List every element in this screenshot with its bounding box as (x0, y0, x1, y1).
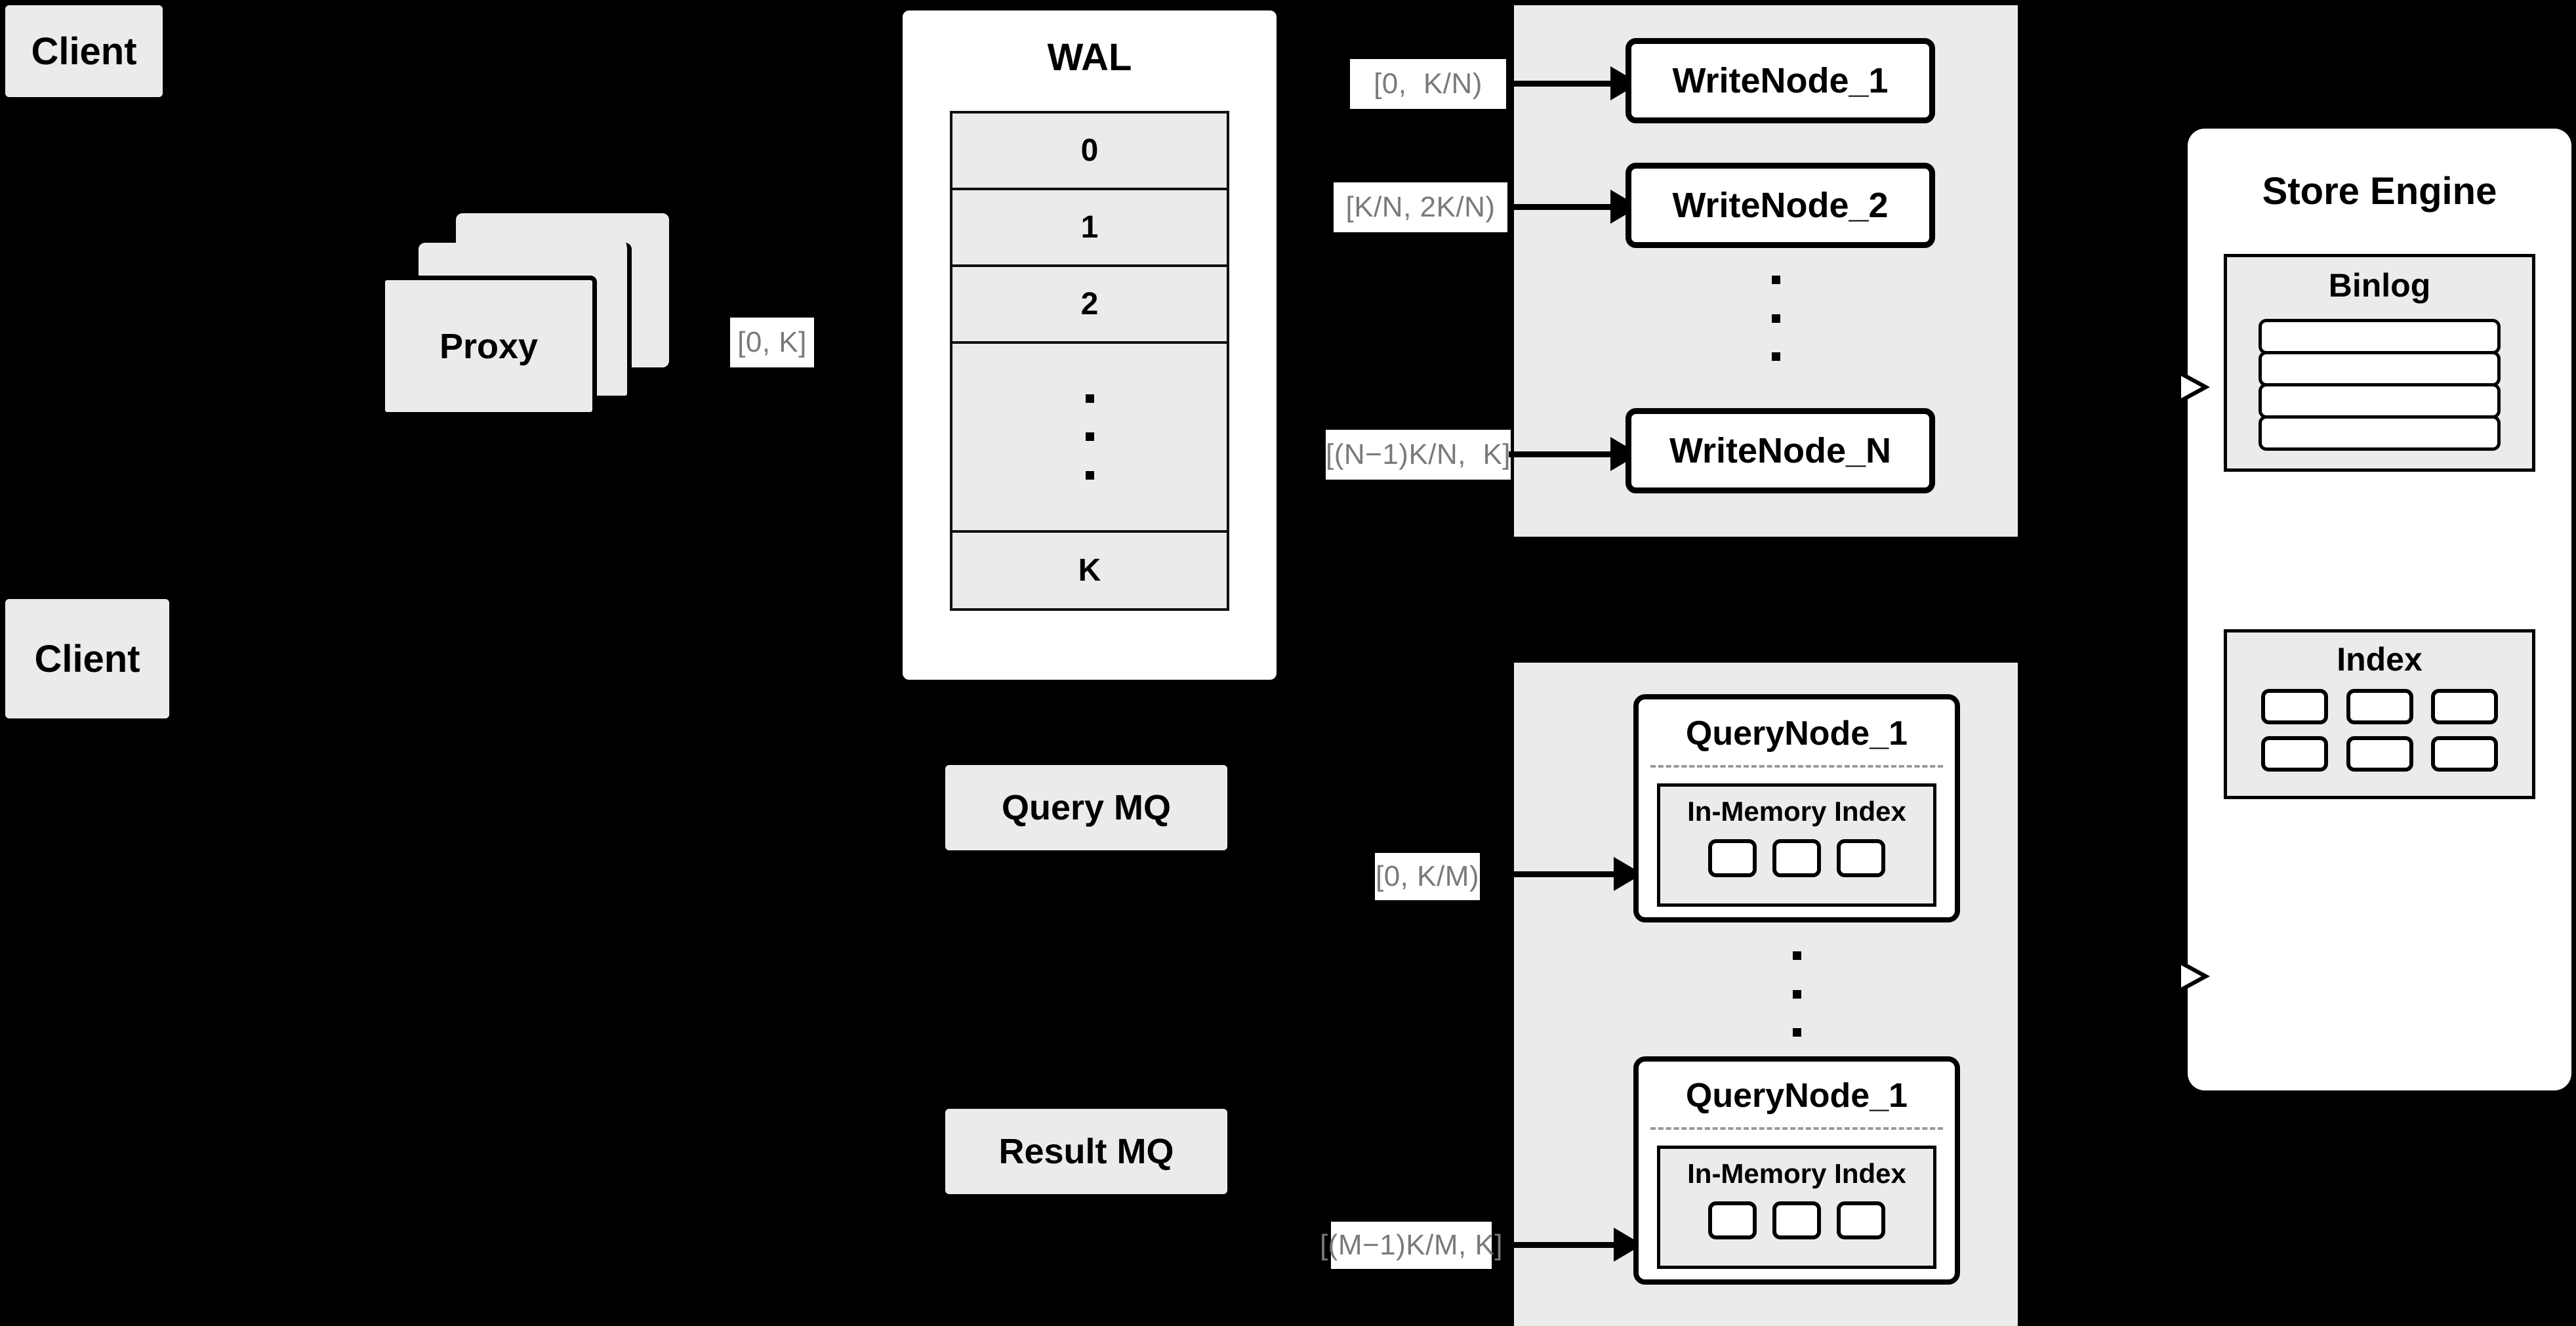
query-node-m-divider (1650, 1127, 1943, 1130)
arrow-line-to-binlog (2140, 384, 2186, 389)
wal-row[interactable]: 1 (952, 190, 1227, 267)
index-title: Index (2337, 641, 2423, 678)
client-box-1[interactable]: Client (5, 5, 163, 97)
wal-title: WAL (1047, 36, 1132, 79)
in-memory-index-panel-m: In-Memory Index (1657, 1146, 1936, 1269)
write-node-1-label: WriteNode_1 (1672, 61, 1889, 100)
client-label-2: Client (34, 637, 140, 680)
proxy-card-front[interactable]: Proxy (380, 276, 597, 417)
binlog-row[interactable] (2259, 415, 2501, 451)
index-cell[interactable] (2261, 689, 2328, 724)
binlog-row[interactable] (2259, 319, 2501, 354)
write-node-n-label: WriteNode_N (1669, 431, 1892, 470)
query-node-1-divider (1650, 765, 1943, 768)
index-cell[interactable] (1708, 839, 1757, 877)
binlog-row[interactable] (2259, 383, 2501, 419)
wal-row-label: 1 (1080, 209, 1099, 245)
write-node-n[interactable]: WriteNode_N (1625, 408, 1935, 493)
index-cell[interactable] (2346, 736, 2413, 772)
query-mq-box[interactable]: Query MQ (945, 765, 1227, 850)
in-memory-index-title-1: In-Memory Index (1687, 796, 1906, 827)
result-mq-box[interactable]: Result MQ (945, 1109, 1227, 1194)
arrow-line-query-m (1509, 1242, 1617, 1248)
tag-proxy-to-wal: [0, K] (730, 318, 814, 367)
write-node-2-label: WriteNode_2 (1672, 186, 1889, 225)
write-node-2[interactable]: WriteNode_2 (1625, 163, 1935, 248)
index-cell[interactable] (1837, 839, 1885, 877)
query-node-1-title: QueryNode_1 (1685, 715, 1908, 753)
arrow-line-write-n (1509, 451, 1614, 457)
write-node-1[interactable]: WriteNode_1 (1625, 38, 1935, 123)
query-node-ellipsis-icon (1792, 951, 1801, 1037)
query-node-1[interactable]: QueryNode_1 In-Memory Index (1633, 694, 1960, 922)
index-cell[interactable] (1772, 839, 1821, 877)
client-label-1: Client (31, 30, 137, 73)
index-cell[interactable] (2431, 736, 2498, 772)
index-cell[interactable] (1708, 1201, 1757, 1239)
index-cell[interactable] (2346, 689, 2413, 724)
tag-write-node-1-text: [0, K/N) (1374, 68, 1482, 100)
tag-query-node-m: [(M−1)K/M, K] (1320, 1222, 1503, 1269)
tag-write-node-2-text: [K/N, 2K/N) (1345, 191, 1496, 223)
write-node-ellipsis-icon (1771, 276, 1780, 361)
index-cell[interactable] (2431, 689, 2498, 724)
arrow-head-to-binlog (2181, 371, 2210, 403)
wal-row-label: K (1078, 553, 1101, 589)
tag-query-node-1-text: [0, K/M) (1375, 860, 1480, 892)
store-engine-panel: Store Engine Binlog Index (2188, 129, 2571, 1090)
tag-query-node-1: [0, K/M) (1375, 853, 1480, 900)
wal-row-label: 2 (1080, 286, 1099, 321)
index-panel: Index (2224, 629, 2535, 799)
binlog-row[interactable] (2259, 351, 2501, 386)
wal-row-ellipsis (952, 344, 1227, 533)
query-node-m-title: QueryNode_1 (1685, 1077, 1908, 1115)
tag-query-node-m-text: [(M−1)K/M, K] (1319, 1229, 1503, 1261)
result-mq-label: Result MQ (998, 1132, 1174, 1171)
wal-table: 0 1 2 K (950, 111, 1229, 611)
proxy-label: Proxy (439, 326, 539, 366)
wal-row-label: 0 (1080, 133, 1099, 168)
in-memory-index-panel-1: In-Memory Index (1657, 783, 1936, 907)
query-mq-label: Query MQ (1001, 788, 1172, 827)
wal-row[interactable]: K (952, 533, 1227, 608)
in-memory-index-title-m: In-Memory Index (1687, 1158, 1906, 1189)
tag-write-node-n: [(N−1)K/N, K] (1326, 430, 1511, 480)
wal-container: WAL 0 1 2 K (897, 5, 1282, 685)
store-engine-title: Store Engine (2262, 170, 2497, 213)
index-cell[interactable] (1772, 1201, 1821, 1239)
proxy-stack[interactable]: Proxy (380, 213, 669, 433)
tag-write-node-2: [K/N, 2K/N) (1334, 182, 1507, 232)
arrow-head-to-index (2181, 961, 2210, 992)
vertical-ellipsis-icon (1085, 394, 1094, 480)
index-cell[interactable] (2261, 736, 2328, 772)
arrow-line-query-1 (1509, 871, 1617, 877)
tag-write-node-1: [0, K/N) (1350, 59, 1506, 109)
arrow-line-to-index (2140, 942, 2186, 947)
wal-row[interactable]: 0 (952, 114, 1227, 190)
query-node-m[interactable]: QueryNode_1 In-Memory Index (1633, 1056, 1960, 1285)
wal-row[interactable]: 2 (952, 267, 1227, 344)
arrow-line-write-1 (1509, 81, 1614, 87)
binlog-title: Binlog (2328, 267, 2431, 304)
binlog-panel: Binlog (2224, 254, 2535, 472)
tag-proxy-to-wal-text: [0, K] (737, 326, 807, 358)
index-cell[interactable] (1837, 1201, 1885, 1239)
client-box-2[interactable]: Client (5, 599, 169, 718)
tag-write-node-n-text: [(N−1)K/N, K] (1325, 438, 1511, 470)
arrow-line-write-2 (1509, 204, 1614, 210)
